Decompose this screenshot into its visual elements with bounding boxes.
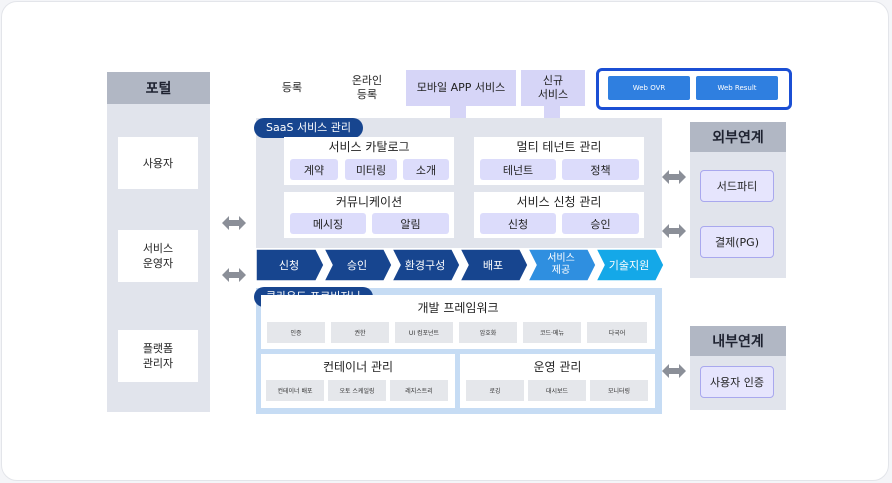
flow-step-request: 신청 — [278, 259, 300, 272]
group-title: 서비스 신청 관리 — [516, 194, 602, 209]
external-third-party: 서드파티 — [700, 170, 774, 202]
ops-item: 대시보드 — [528, 380, 586, 401]
group-title: 멀티 테넌트 관리 — [516, 139, 602, 154]
flow-chevron — [595, 249, 665, 281]
tab-connector — [544, 106, 560, 118]
double-arrow-icon — [662, 364, 686, 378]
tab-connector — [450, 106, 466, 118]
container-title: 컨테이너 관리 — [322, 359, 394, 374]
item-tenant: 테넌트 — [480, 159, 556, 180]
flow-step-service: 서비스 제공 — [547, 253, 575, 276]
fw-item: UI 컴포넌트 — [395, 322, 453, 343]
web-ovr-button[interactable]: Web OVR — [608, 76, 690, 100]
double-arrow-icon — [662, 170, 686, 184]
container-item: 오토 스케일링 — [328, 380, 386, 401]
external-payment: 결제(PG) — [700, 226, 774, 258]
flow-step-approve: 승인 — [346, 259, 368, 272]
item-contract: 계약 — [290, 159, 338, 180]
tab-mobile-app: 모바일 APP 서비스 — [406, 70, 516, 106]
flow-step-support: 기술지원 — [608, 259, 650, 272]
internal-title: 내부연계 — [690, 326, 786, 356]
item-request: 신청 — [480, 213, 556, 234]
flow-bar — [255, 249, 665, 281]
double-arrow-icon — [662, 224, 686, 238]
flow-chevron — [255, 249, 325, 281]
portal-title: 포털 — [107, 72, 210, 104]
group-title: 서비스 카탈로그 — [328, 139, 410, 154]
double-arrow-icon — [222, 216, 246, 230]
ops-item: 로깅 — [466, 380, 524, 401]
fw-item: 인증 — [267, 322, 325, 343]
flow-chevron — [391, 249, 461, 281]
internal-user-auth: 사용자 인증 — [700, 366, 774, 398]
web-result-button[interactable]: Web Result — [696, 76, 778, 100]
item-intro: 소개 — [403, 159, 449, 180]
flow-step-deploy: 배포 — [482, 259, 504, 272]
flow-chevron — [459, 249, 529, 281]
fw-item: 암호화 — [459, 322, 517, 343]
item-approve: 승인 — [562, 213, 639, 234]
item-policy: 정책 — [562, 159, 639, 180]
group-title: 커뮤니케이션 — [335, 194, 403, 209]
double-arrow-icon — [222, 268, 246, 282]
saas-pill: SaaS 서비스 관리 — [254, 118, 364, 138]
ops-title: 운영 관리 — [533, 359, 582, 374]
container-item: 레지스트리 — [390, 380, 448, 401]
tab-online-register: 온라인 등록 — [332, 70, 402, 106]
flow-chevron — [323, 249, 393, 281]
flow-step-env: 환경구성 — [404, 259, 446, 272]
container-item: 컨테이너 배포 — [266, 380, 324, 401]
fw-item: 다국어 — [587, 322, 647, 343]
item-metering: 미터링 — [345, 159, 397, 180]
role-user: 사용자 — [118, 137, 198, 189]
ops-item: 모니터링 — [590, 380, 648, 401]
framework-title: 개발 프레임워크 — [417, 300, 499, 315]
role-platform-admin: 플랫폼 관리자 — [118, 330, 198, 382]
fw-item: 코드·메뉴 — [523, 322, 581, 343]
fw-item: 권한 — [331, 322, 389, 343]
flow-chevron — [527, 249, 597, 281]
tab-new-service: 신규 서비스 — [521, 70, 585, 106]
external-title: 외부연계 — [690, 122, 786, 152]
item-messaging: 메시징 — [290, 213, 366, 234]
item-alert: 알림 — [372, 213, 449, 234]
tab-register: 등록 — [256, 70, 328, 106]
role-service-operator: 서비스 운영자 — [118, 230, 198, 282]
